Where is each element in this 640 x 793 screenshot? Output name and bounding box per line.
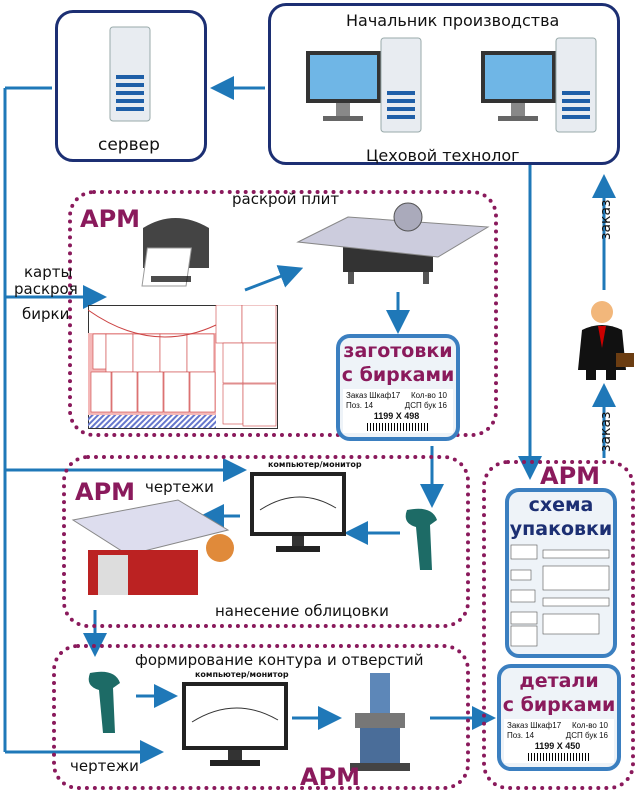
barcode-scanner-icon [405,508,437,570]
packing-scheme-card: схема упаковки [505,488,617,658]
barcode [366,423,430,431]
order-label-top: заказ [598,199,614,240]
arm-edging-zone [62,455,470,628]
tag-material: ДСП бук 16 [565,731,608,740]
edging-caption: нанесение облицовки [215,602,389,620]
parts-card-title-1: детали [519,670,599,692]
tag-order: Заказ Шкаф17 [346,391,401,400]
server-label: сервер [98,135,160,155]
cutting-title: раскрой плит [232,190,340,208]
barcode [527,753,591,761]
drilling-monitor-icon[interactable] [180,680,290,772]
parts-with-labels-card: детали с бирками Заказ Шкаф17 Кол-во 10 По… [497,664,621,771]
arm-drilling-label: АРМ [300,763,361,791]
blanks-card-title-1: заготовки [343,340,453,362]
shop-technologist-label: Цеховой технолог [366,146,520,165]
parts-card-title-2: с бирками [502,694,616,716]
edge-banding-machine-image [71,499,234,595]
cutting-maps-label-2: раскроя [14,280,78,298]
edging-monitor-label: компьютер/монитор [268,460,362,469]
packing-scheme-image [510,544,610,647]
edging-monitor-icon[interactable] [248,470,348,558]
blanks-with-labels-card: заготовки с бирками Заказ Шкаф17 Кол-во 1… [336,334,460,441]
drilling-drawings-label: чертежи [70,757,139,775]
arm-drilling-zone [52,644,470,790]
packing-card-title-2: упаковки [509,518,613,540]
drilling-title: формирование контура и отверстий [135,651,424,669]
blanks-card-title-2: с бирками [341,364,455,386]
tag-pos: Поз. 14 [346,401,374,410]
arm-cutting-zone [68,190,498,437]
arm-edging-label: АРМ [75,478,136,506]
labels-label: бирки [22,305,70,323]
server-node[interactable]: сервер [55,10,207,162]
server-tower-icon [109,26,151,122]
cutting-map-image [88,305,278,429]
management-node[interactable]: Начальник производства Цеховой технолог [268,3,620,165]
head-of-production-label: Начальник производства [346,11,560,30]
tag-qty: Кол-во 10 [411,391,447,400]
order-label-bottom: заказ [598,411,614,452]
arm-packing-label: АРМ [540,462,601,490]
drilling-monitor-label: компьютер/монитор [195,670,289,679]
arm-packing-zone [482,460,635,790]
workstation-icon [481,37,597,133]
tag-size: 1199 X 450 [534,741,581,751]
tag-material: ДСП бук 16 [404,401,447,410]
arm-cutting-label: АРМ [80,205,141,233]
barcode-scanner-icon [88,671,120,733]
tag-order: Заказ Шкаф17 [507,721,562,730]
tag-qty: Кол-во 10 [572,721,608,730]
drilling-machine-image [350,673,410,771]
customer-businessman-icon [578,301,634,380]
packing-card-title-1: схема [528,494,594,516]
edging-drawings-label: чертежи [145,478,214,496]
tag-size: 1199 X 498 [373,411,420,421]
cutting-maps-label-1: карты [24,263,73,281]
tag-pos: Поз. 14 [507,731,535,740]
label-printer-icon [141,218,209,287]
workstation-icon [306,37,422,133]
panel-saw-image [296,202,490,284]
